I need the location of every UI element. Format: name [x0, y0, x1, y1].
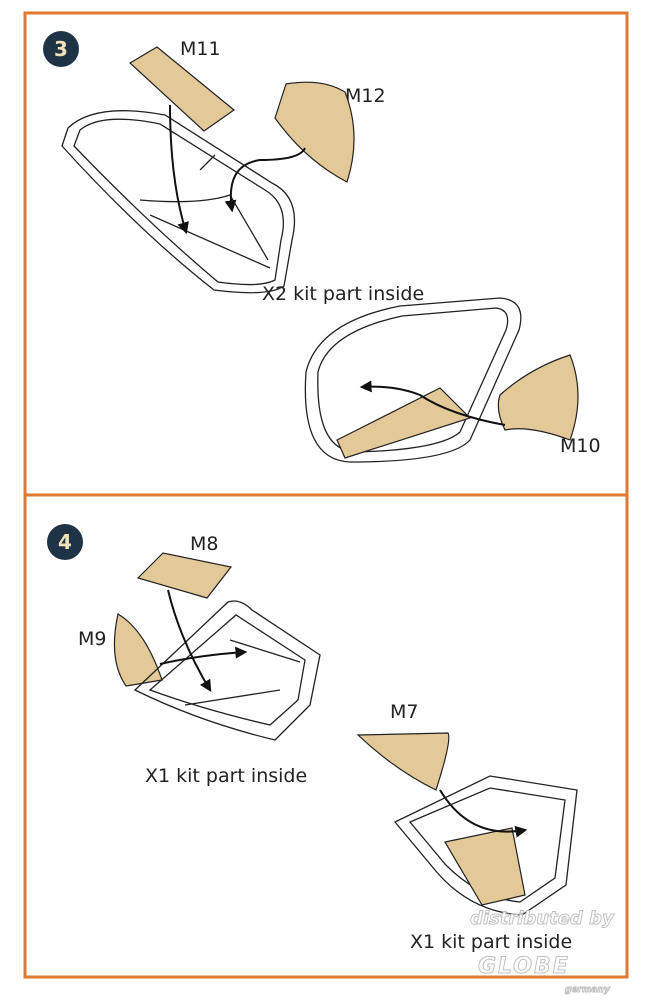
- decal-m7: [356, 732, 450, 791]
- canopy-part-step4-a: [133, 600, 321, 741]
- arrow-m10: [359, 380, 506, 426]
- svg-text:3: 3: [54, 37, 68, 61]
- watermark: distributed by GLOBE germany: [470, 908, 616, 996]
- svg-text:germany: germany: [565, 985, 611, 995]
- note-x1-kit-part-right: X1 kit part inside: [410, 931, 572, 953]
- decal-m10: [497, 354, 579, 441]
- arrow-m8: [167, 589, 212, 693]
- arrow-m7: [439, 789, 528, 838]
- svg-text:GLOBE: GLOBE: [478, 954, 570, 979]
- label-m10: M10: [560, 435, 601, 457]
- step-4-badge: 4: [47, 524, 83, 560]
- decal-m11: [128, 46, 235, 132]
- arrow-m12: [224, 147, 306, 213]
- label-m11: M11: [180, 38, 221, 60]
- svg-text:distributed by: distributed by: [470, 908, 615, 929]
- decal-m8: [136, 552, 233, 599]
- svg-text:4: 4: [58, 530, 72, 554]
- canopy-part-step3-b: [304, 297, 522, 463]
- decal-m12: [274, 81, 355, 183]
- label-m12: M12: [345, 85, 386, 107]
- label-m7: M7: [390, 701, 418, 723]
- canopy-part-step4-b: [393, 775, 578, 916]
- label-m8: M8: [190, 533, 218, 555]
- step-4-frame: [23, 493, 629, 979]
- decal-m9: [113, 613, 163, 687]
- canopy-part-step3-a: [61, 110, 296, 294]
- step-3-badge: 3: [43, 31, 79, 67]
- note-x1-kit-part-left: X1 kit part inside: [145, 765, 307, 787]
- arrow-m11: [169, 104, 189, 235]
- note-x2-kit-part: X2 kit part inside: [262, 283, 424, 305]
- label-m9: M9: [78, 628, 106, 650]
- arrow-m9: [159, 646, 248, 665]
